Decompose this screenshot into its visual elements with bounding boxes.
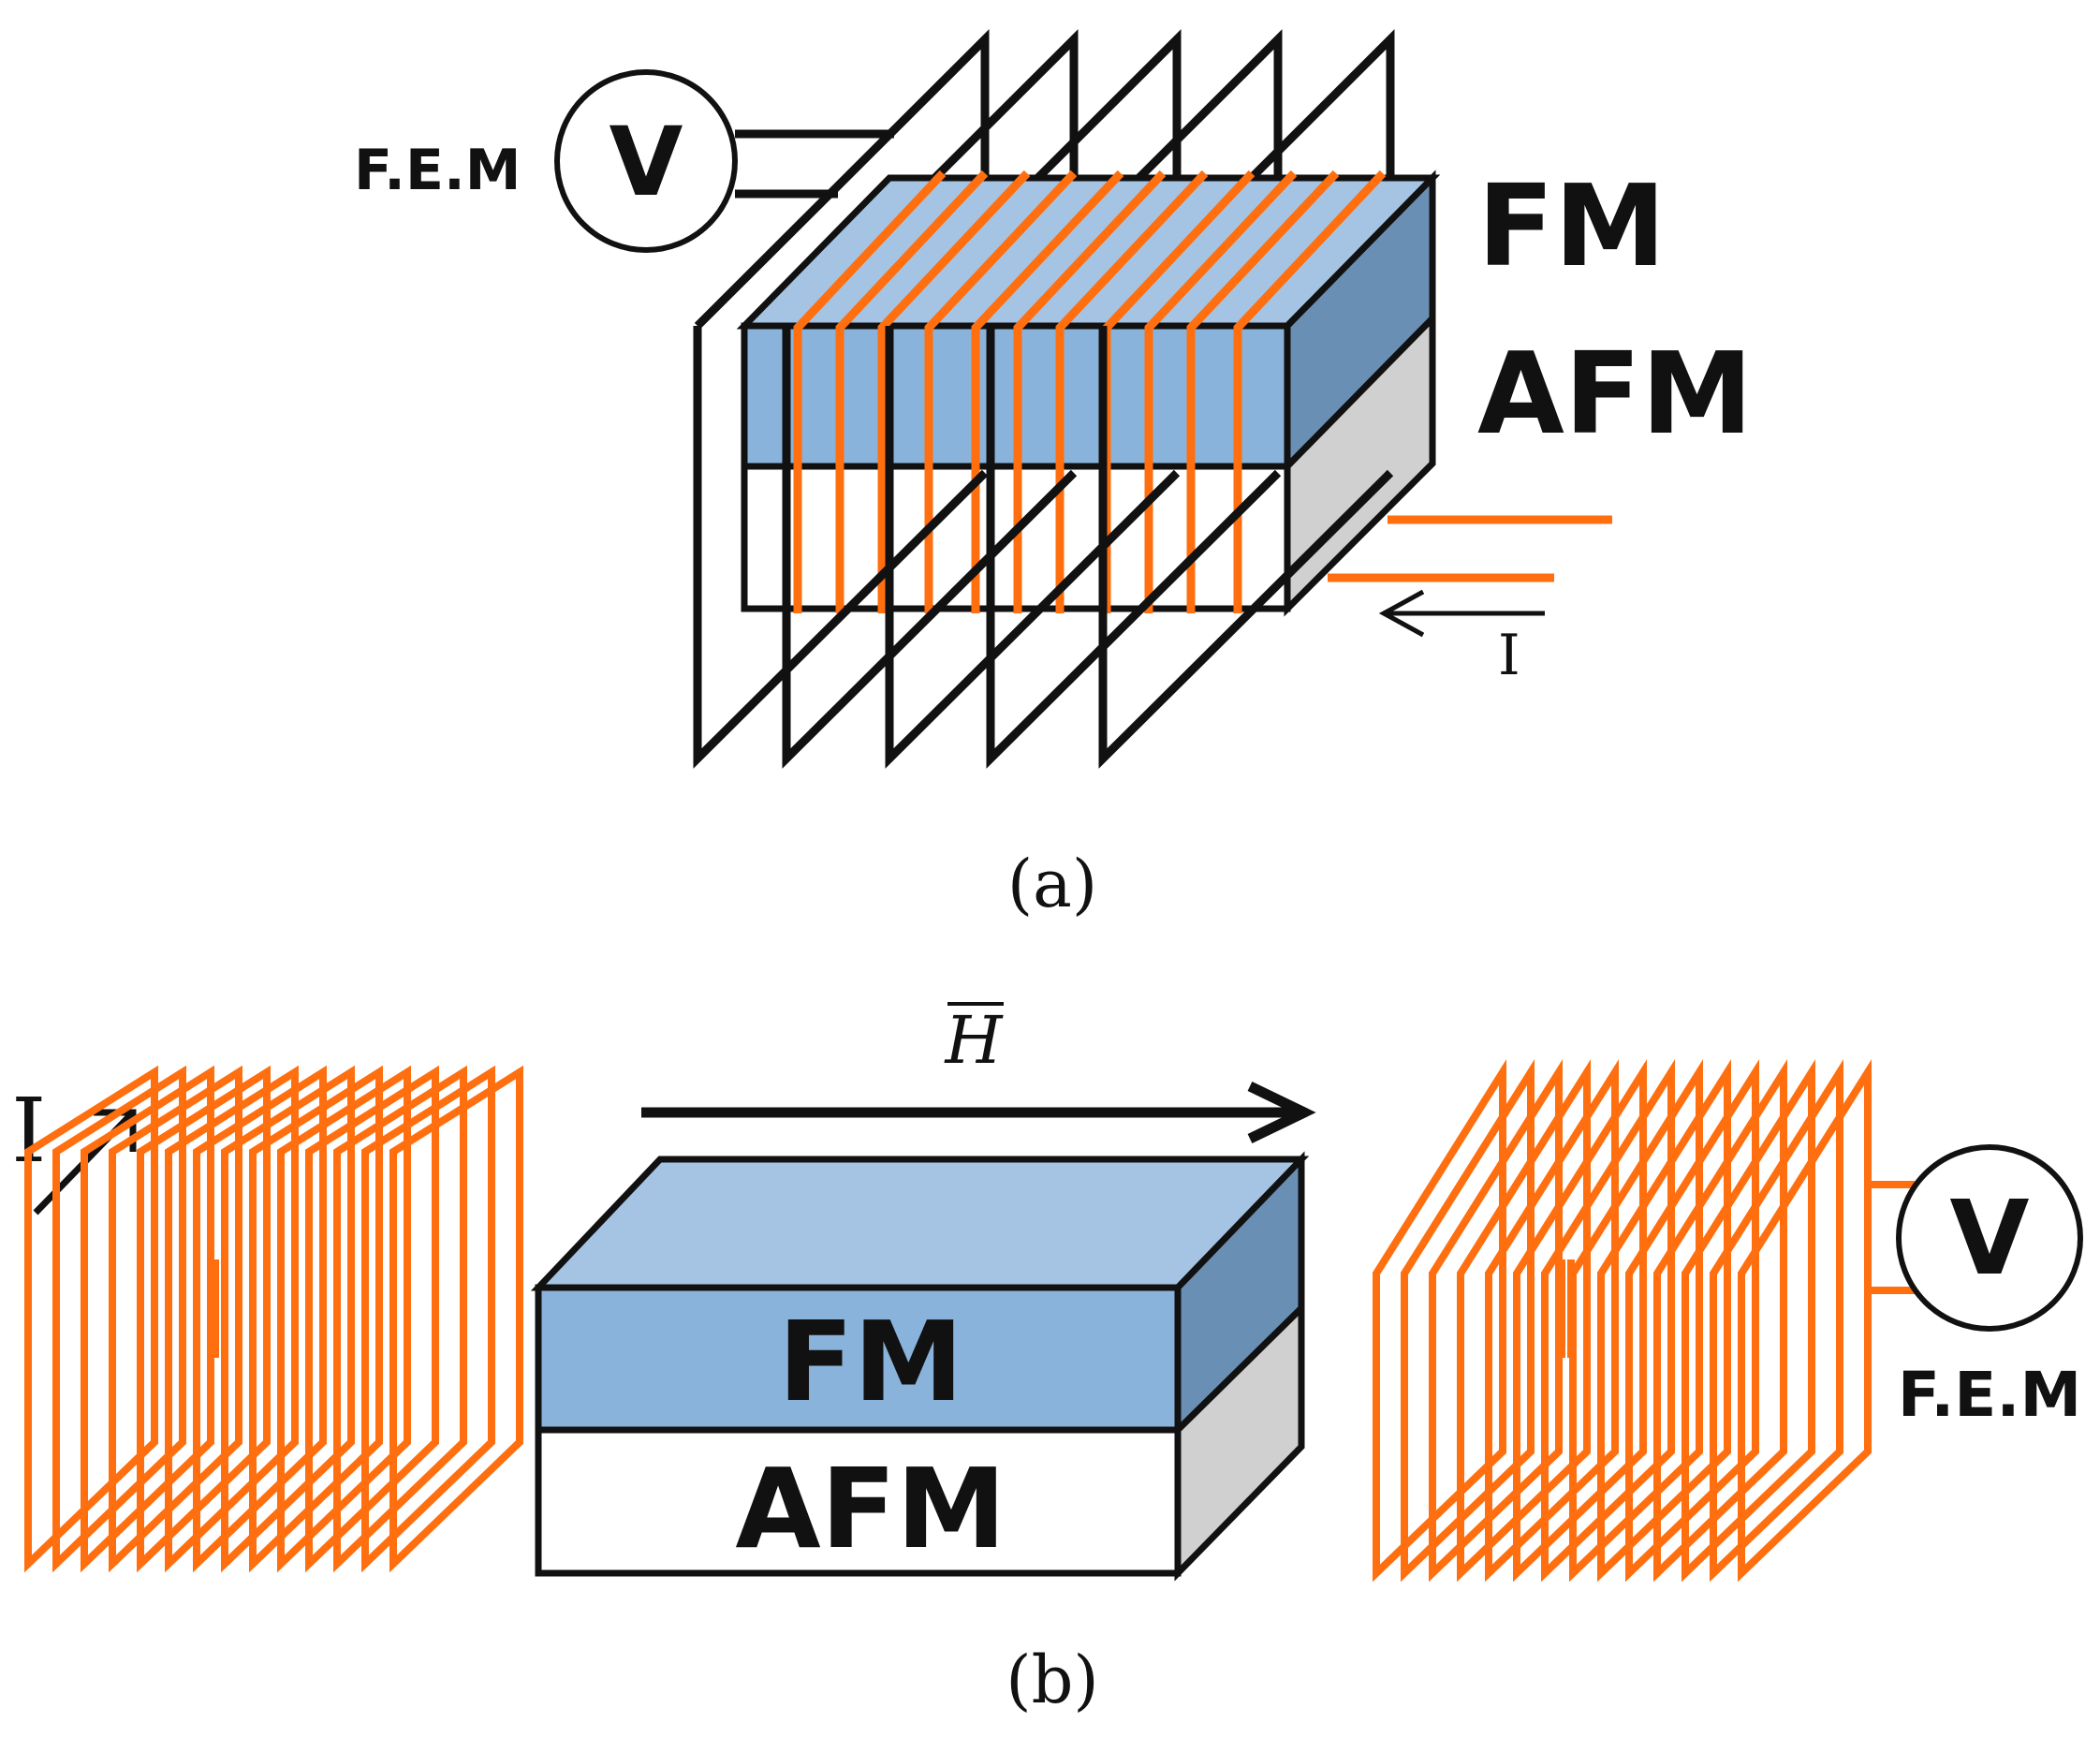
fm-label-a: FM — [1477, 162, 1666, 292]
current-label-a: I — [1498, 623, 1520, 688]
fem-label: F.E.M — [354, 138, 521, 203]
afm-label-b: AFM — [735, 1444, 1006, 1573]
fem-label-b: F.E.M — [1898, 1359, 2081, 1431]
excitation-coil-b — [24, 1065, 523, 1573]
field-label: H — [943, 1002, 1004, 1079]
bilayer-b — [530, 1151, 1310, 1582]
caption-a: (a) — [1007, 846, 1097, 922]
voltmeter-circle — [554, 69, 738, 253]
caption-b: (b) — [1006, 1642, 1098, 1718]
fm-front-face-b — [535, 1284, 1182, 1434]
current-arrow-a — [1378, 589, 1545, 638]
voltmeter-leads — [735, 129, 894, 199]
voltmeter-a: V — [554, 69, 738, 253]
panel-a: V F.E.M — [354, 29, 1753, 922]
afm-front-face-b — [535, 1426, 1182, 1577]
panel-b: I H — [11, 1002, 2083, 1718]
fm-label-b: FM — [778, 1297, 963, 1426]
voltmeter-symbol-b: V — [1949, 1178, 2029, 1298]
pickup-coils-front — [693, 326, 1394, 769]
pickup-coil-b — [1373, 1059, 1915, 1583]
field-arrow — [641, 1082, 1316, 1143]
bilayer-a — [736, 169, 1441, 617]
voltmeter-symbol: V — [609, 107, 683, 218]
afm-label-a: AFM — [1477, 330, 1753, 460]
voltmeter-circle-b — [1896, 1144, 2083, 1332]
voltmeter-b: V — [1896, 1144, 2083, 1332]
fm-top-face-b — [530, 1156, 1310, 1291]
